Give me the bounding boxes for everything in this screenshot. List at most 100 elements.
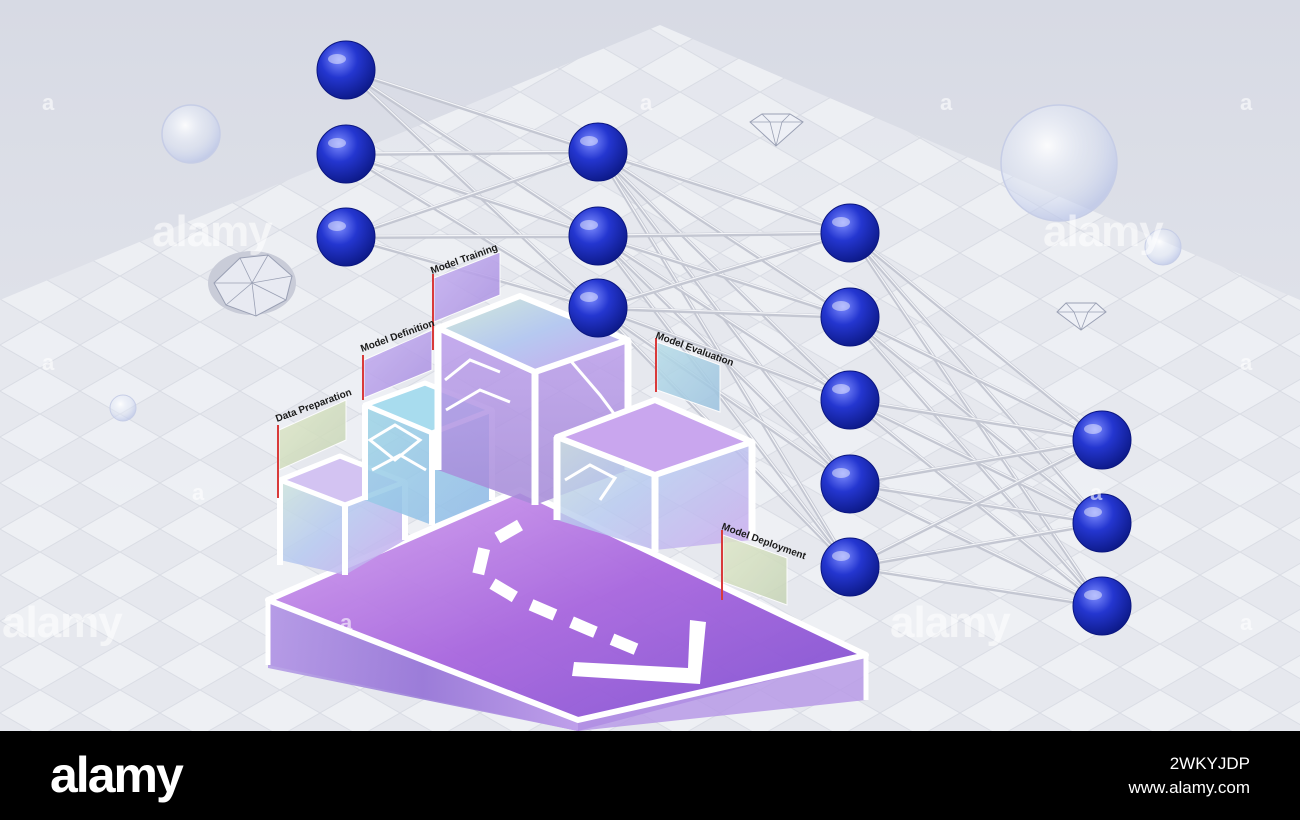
- network-node: [316, 40, 376, 100]
- arrowhead-icon: [572, 620, 706, 684]
- network-edge-highlight: [849, 398, 1103, 440]
- network-node: [316, 124, 376, 184]
- network-node-highlight: [832, 217, 850, 227]
- network-node: [820, 287, 880, 347]
- network-node-highlight: [832, 551, 850, 561]
- network-edge-highlight: [345, 68, 599, 308]
- network-node-highlight: [832, 301, 850, 311]
- footer-bar: alamy 2WKYJDP www.alamy.com: [0, 731, 1300, 820]
- network-edge-highlight: [597, 306, 851, 317]
- network-edge: [596, 234, 852, 486]
- network-edge-highlight: [849, 565, 1103, 606]
- network-edge: [849, 565, 1103, 608]
- network-node-highlight: [1084, 507, 1102, 517]
- network-node: [316, 207, 376, 267]
- network-edge: [597, 306, 851, 402]
- network-edge: [344, 152, 600, 310]
- network-edge: [345, 150, 599, 239]
- bubble-icon: [1000, 104, 1118, 222]
- network-edge: [345, 150, 599, 156]
- network-edge: [597, 306, 851, 319]
- network-node-highlight: [832, 468, 850, 478]
- network-edge: [848, 231, 1104, 442]
- diamond-icon: [1056, 302, 1107, 331]
- network-node: [568, 206, 628, 266]
- network-edge-highlight: [597, 231, 851, 236]
- network-edge: [344, 68, 600, 310]
- network-edge-highlight: [345, 150, 599, 154]
- network-node-highlight: [580, 136, 598, 146]
- network-edge: [597, 231, 851, 310]
- network-edge-highlight: [597, 234, 851, 484]
- watermark-mark: a: [192, 480, 205, 505]
- network-edge-highlight: [597, 150, 851, 233]
- watermark-mark: a: [42, 350, 55, 375]
- network-edge-highlight: [597, 231, 851, 308]
- watermark-mark: a: [1240, 350, 1253, 375]
- label-panel-model-evaluation: [655, 338, 721, 413]
- watermarks: alamy alamy alamy alamy a a a a a a a a …: [2, 90, 1253, 647]
- network-edges: [344, 68, 1104, 608]
- diamond-icon: [749, 113, 804, 147]
- network-edge: [596, 234, 852, 569]
- network-edge-highlight: [597, 306, 851, 400]
- network-edge: [596, 306, 852, 486]
- network-edge: [345, 68, 599, 154]
- watermark-mark: a: [940, 90, 953, 115]
- network-node: [820, 537, 880, 597]
- footer-logo: alamy: [50, 747, 184, 803]
- network-nodes: [316, 40, 1132, 636]
- flow-arrow-icon: [471, 519, 653, 661]
- decorations: [109, 104, 1182, 422]
- diamond-icon: [208, 251, 296, 317]
- network-edge-highlight: [345, 68, 599, 152]
- network-node-highlight: [328, 138, 346, 148]
- network-edge: [597, 231, 851, 238]
- network-edge-highlight: [597, 306, 851, 484]
- network-node-highlight: [1084, 590, 1102, 600]
- image-id: 2WKYJDP: [1169, 754, 1250, 773]
- network-edge: [849, 521, 1103, 569]
- network-node: [820, 454, 880, 514]
- network-node: [1072, 493, 1132, 553]
- network-edge-highlight: [597, 234, 851, 317]
- network-edge: [849, 438, 1103, 486]
- network-edge-highlight: [849, 438, 1103, 484]
- network-node: [820, 203, 880, 263]
- network-edge: [849, 315, 1103, 442]
- watermark-text: alamy: [1043, 207, 1164, 256]
- network-edge: [597, 234, 851, 319]
- network-edge: [345, 234, 599, 239]
- watermark-text: alamy: [152, 207, 273, 256]
- watermark-mark: a: [42, 90, 55, 115]
- network-edge: [849, 398, 1103, 442]
- network-edge-highlight: [597, 234, 851, 567]
- network-node-highlight: [832, 384, 850, 394]
- platform: [265, 487, 869, 731]
- network-node-highlight: [1084, 424, 1102, 434]
- scene-illustration: Data Preparation Model Definition Model …: [0, 0, 1300, 731]
- watermark-mark: a: [1240, 90, 1253, 115]
- network-edge: [597, 150, 851, 235]
- watermark-mark: a: [1090, 480, 1103, 505]
- network-edge: [849, 438, 1103, 569]
- network-edge: [596, 234, 852, 402]
- watermark-text: alamy: [890, 598, 1011, 647]
- network-edge-highlight: [849, 521, 1103, 567]
- network-edge-highlight: [345, 152, 599, 308]
- network-node-highlight: [328, 221, 346, 231]
- network-edge-highlight: [849, 231, 1103, 440]
- label-panel-model-definition: [362, 329, 433, 400]
- network-edge-highlight: [597, 234, 851, 400]
- bubble-icon: [161, 104, 221, 164]
- watermark-mark: a: [640, 90, 653, 115]
- network-edge-highlight: [849, 438, 1103, 567]
- label-panel-model-deployment: [721, 530, 788, 606]
- network-edge-highlight: [345, 234, 599, 237]
- footer-url: www.alamy.com: [1128, 778, 1250, 797]
- label-panel-model-training: [432, 251, 501, 350]
- network-edge-highlight: [849, 315, 1103, 440]
- network-node: [568, 278, 628, 338]
- network-edge-highlight: [345, 150, 599, 237]
- box-model-evaluation: [553, 397, 756, 552]
